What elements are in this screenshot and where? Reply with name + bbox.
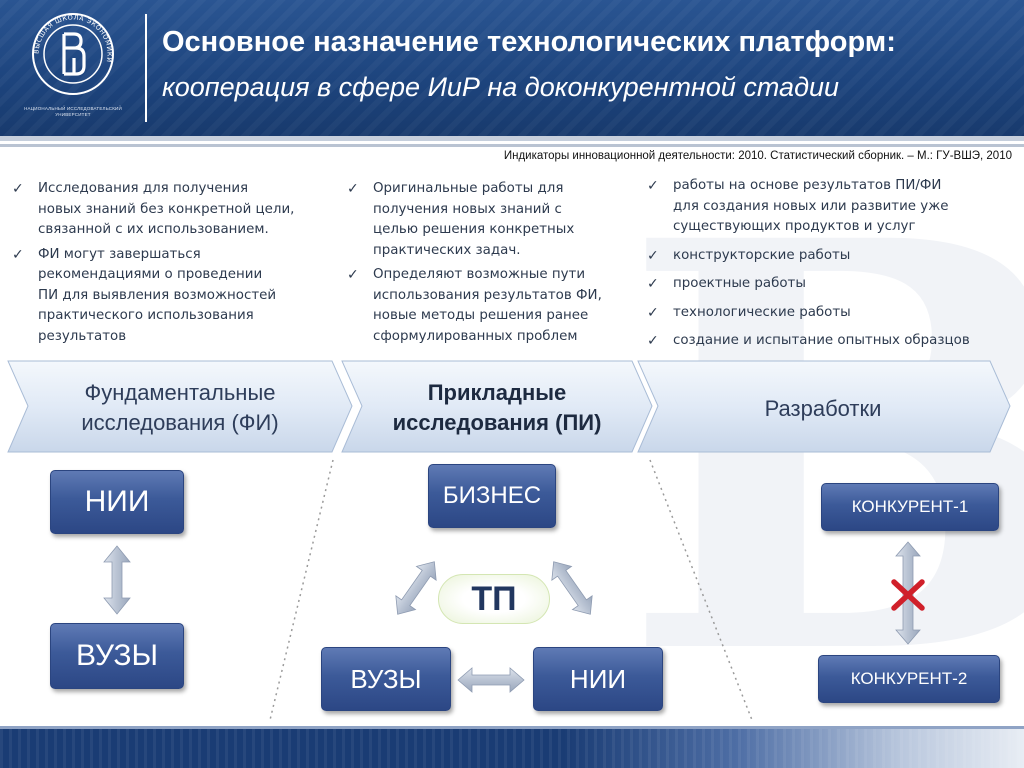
hse-logo: ВЫСШАЯ ШКОЛА ЭКОНОМИКИ НАЦИОНАЛЬНЫЙ ИССЛ… — [14, 8, 132, 124]
competitor-2-box: КОНКУРЕНТ-2 — [818, 655, 1000, 703]
list-item: ✓ФИ могут завершаться рекомендациями о п… — [12, 246, 277, 344]
list-item: ✓Исследования для получения новых знаний… — [12, 181, 295, 237]
list-item: ✓конструкторские работы — [643, 246, 1021, 267]
chevron-applied — [341, 360, 653, 453]
chevron-label-fundamental: Фундаментальные исследования (ФИ) — [81, 380, 279, 435]
header-divider — [145, 14, 147, 122]
logo-caption: НАЦИОНАЛЬНЫЙ ИССЛЕДОВАТЕЛЬСКИЙ УНИВЕРСИТ… — [24, 106, 122, 117]
double-arrow-left-icon — [103, 545, 131, 615]
check-icon: ✓ — [347, 181, 359, 197]
chevron-label-development: Разработки — [764, 396, 882, 421]
business-box: БИЗНЕС — [428, 464, 556, 528]
fundamental-column: ✓Исследования для получения новых знаний… — [8, 179, 338, 353]
check-icon: ✓ — [647, 247, 659, 264]
check-icon: ✓ — [347, 267, 359, 283]
box-label: КОНКУРЕНТ-2 — [850, 669, 968, 688]
double-arrow-horizontal-icon — [457, 667, 525, 693]
header-stripe-light — [0, 144, 1024, 147]
box-label: НИИ — [84, 485, 150, 518]
cross-icon — [891, 579, 925, 611]
check-icon: ✓ — [12, 181, 24, 197]
separator-left — [269, 459, 334, 721]
nii-box-middle: НИИ — [533, 647, 663, 711]
box-label: НИИ — [569, 664, 627, 694]
dotted-separators — [269, 459, 753, 721]
double-arrow-diagonal-left-icon — [395, 561, 437, 615]
competitor-1-box: КОНКУРЕНТ-1 — [821, 483, 999, 531]
vuz-box-middle: ВУЗЫ — [321, 647, 451, 711]
box-label: ВУЗЫ — [350, 664, 422, 694]
double-arrow-diagonal-right-icon — [551, 561, 593, 615]
list-item: ✓работы на основе результатов ПИ/ФИ для … — [647, 178, 949, 234]
box-label: БИЗНЕС — [442, 482, 542, 509]
list-item: ✓Определяют возможные пути использования… — [347, 267, 602, 344]
applied-column: ✓Оригинальные работы для получения новых… — [343, 179, 638, 353]
check-icon: ✓ — [647, 304, 659, 321]
header-banner — [0, 0, 1024, 136]
list-item: ✓создание и испытание опытных образцов — [643, 331, 1021, 352]
list-item: ✓технологические работы — [643, 303, 1021, 324]
list-item: ✓Оригинальные работы для получения новых… — [347, 181, 575, 258]
page-title: Основное назначение технологических плат… — [162, 26, 896, 58]
check-icon: ✓ — [647, 333, 659, 349]
fundamental-bullets: ✓Исследования для получения новых знаний… — [8, 179, 338, 347]
applied-bullets: ✓Оригинальные работы для получения новых… — [343, 179, 638, 347]
separator-right — [649, 459, 753, 721]
header-stripe — [0, 136, 1024, 141]
source-note: Индикаторы инновационной деятельности: 2… — [503, 150, 1012, 162]
check-icon: ✓ — [647, 276, 659, 292]
box-label: ВУЗЫ — [75, 639, 159, 672]
chevron-development — [637, 360, 1011, 453]
stage-chevrons — [7, 360, 1011, 453]
header-stripe-white — [0, 141, 1024, 144]
list-item: ✓проектные работы — [643, 274, 1021, 295]
chevron-fundamental — [7, 360, 353, 453]
chevron-label-applied: Прикладные исследования (ПИ) — [392, 380, 602, 435]
check-icon: ✓ — [647, 178, 659, 194]
development-bullets: ✓работы на основе результатов ПИ/ФИ для … — [643, 176, 1021, 352]
vuz-box-left: ВУЗЫ — [50, 623, 184, 689]
check-icon: ✓ — [12, 246, 24, 263]
nii-box-left: НИИ — [50, 470, 184, 534]
box-label: КОНКУРЕНТ-1 — [851, 497, 969, 516]
development-column: ✓работы на основе результатов ПИ/ФИ для … — [643, 176, 1021, 360]
tp-badge: ТП — [438, 574, 550, 624]
page-subtitle: кооперация в сфере ИиР на доконкурентной… — [162, 72, 840, 102]
footer-white-line — [0, 720, 1024, 726]
footer-bar — [0, 720, 1024, 768]
header-pattern — [0, 0, 1024, 136]
footer-light-line — [0, 726, 1024, 729]
hse-emblem-icon: ВЫСШАЯ ШКОЛА ЭКОНОМИКИ — [32, 13, 114, 95]
